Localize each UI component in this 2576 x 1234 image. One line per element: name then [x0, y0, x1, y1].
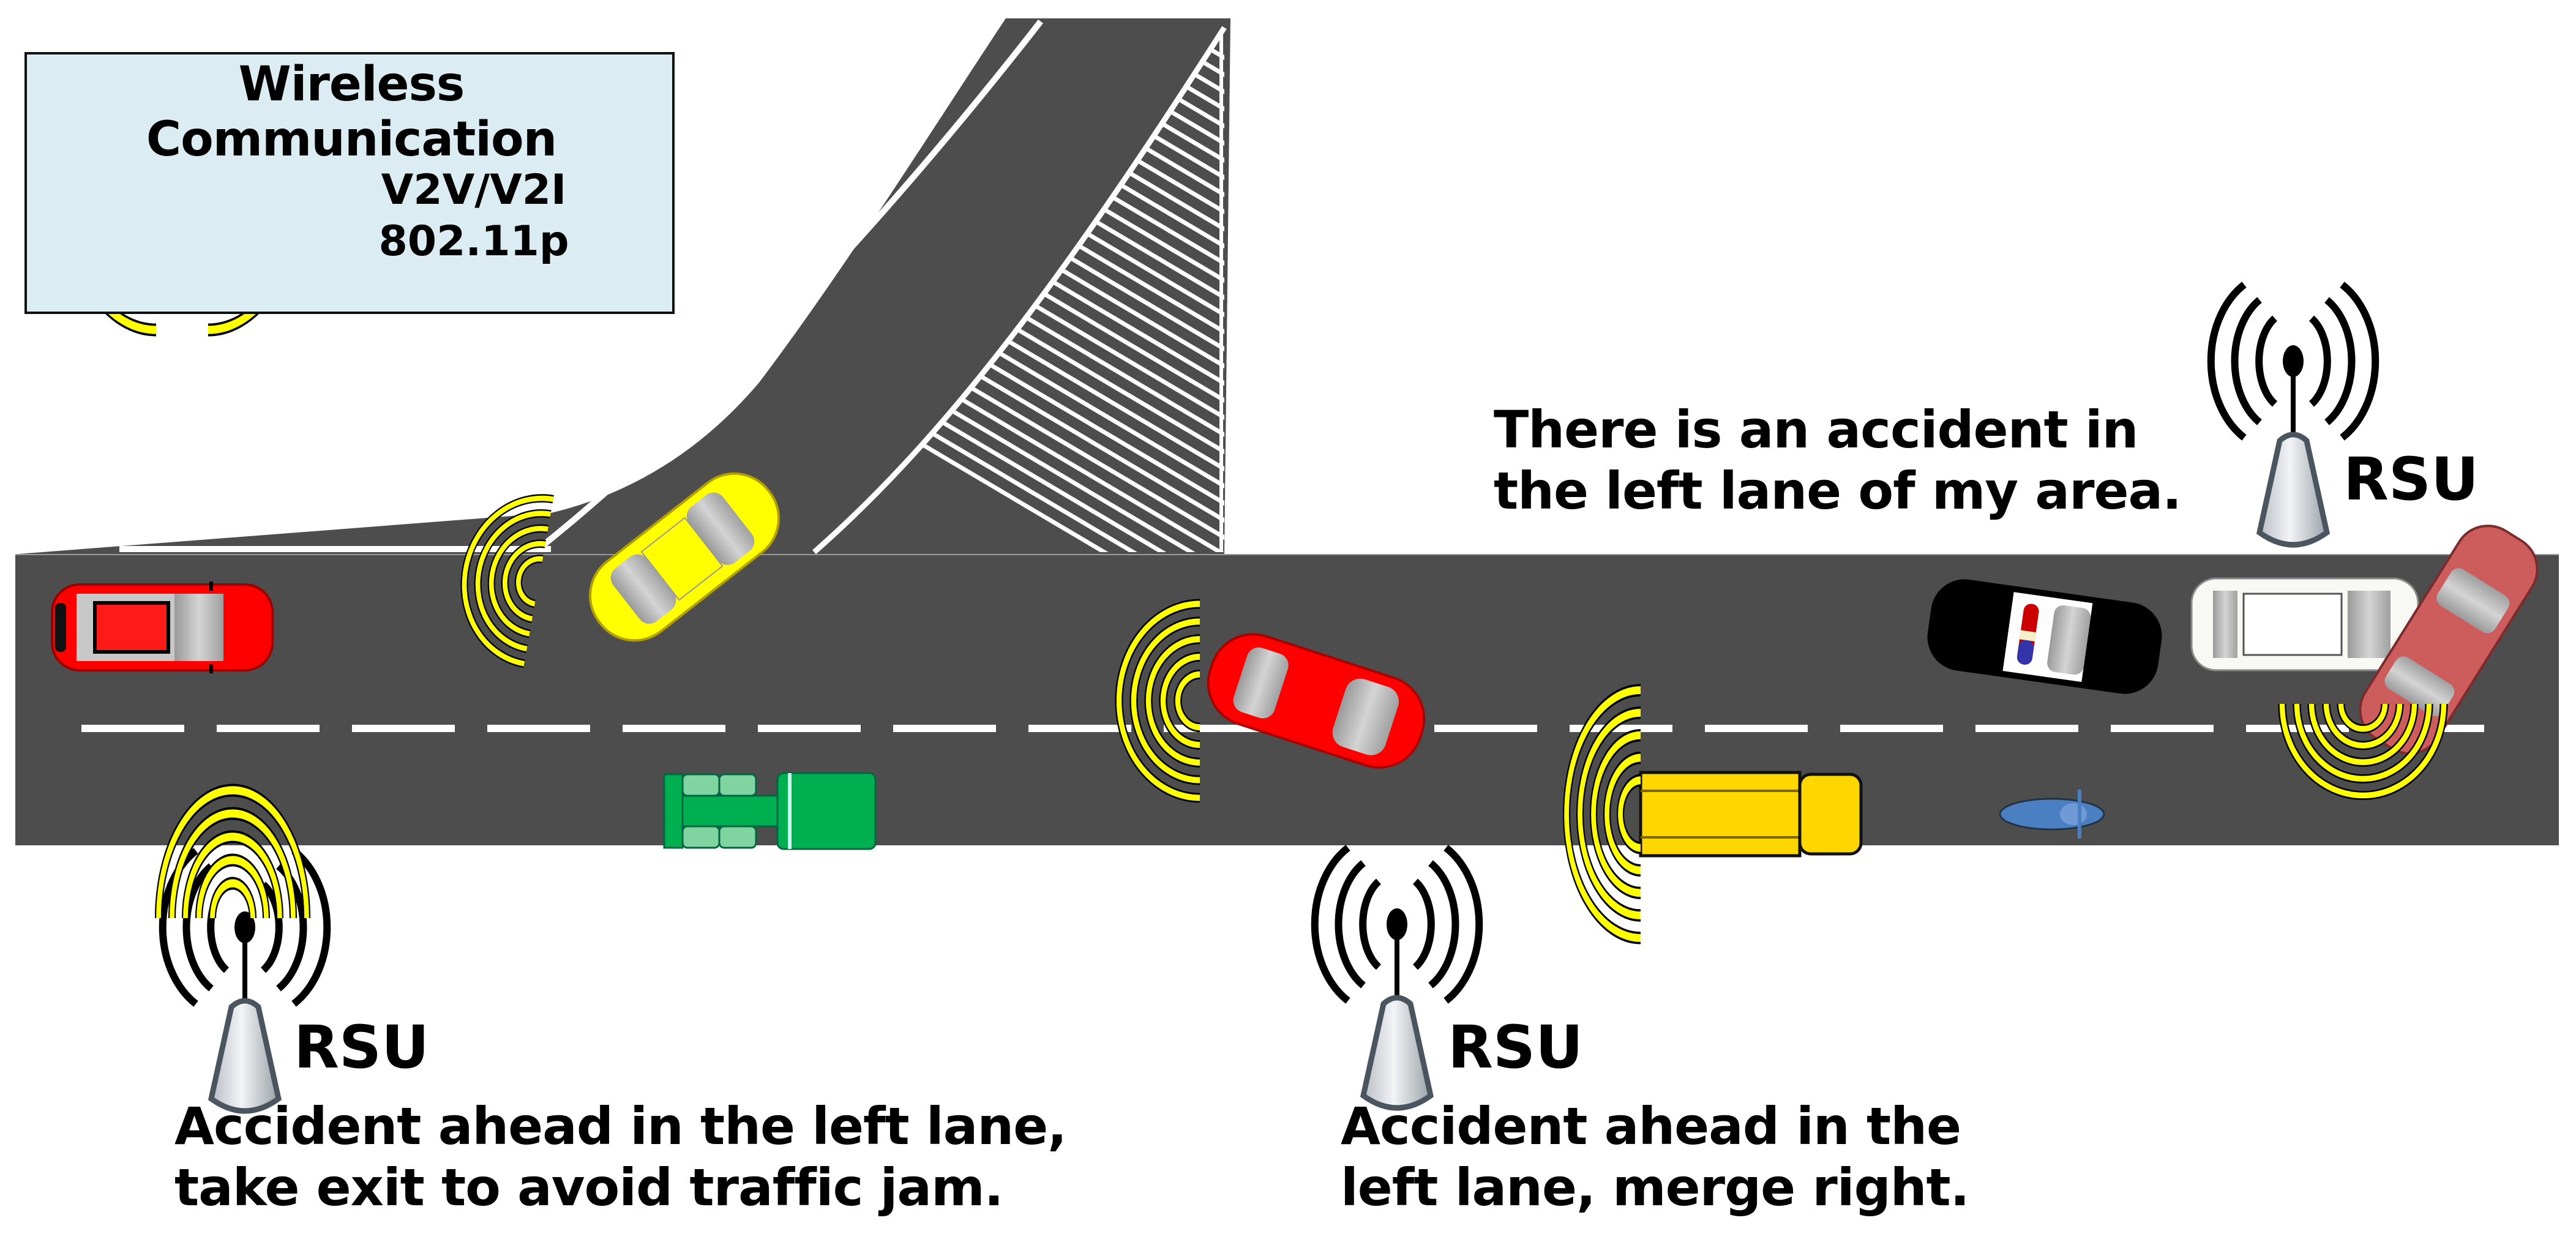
lane-dash [1570, 725, 1672, 732]
vehicle-white-car-crashed [2190, 577, 2419, 671]
legend-protocol: V2V/V2I 802.11p [345, 165, 602, 267]
lane-dash [2111, 725, 2214, 732]
ramp-right-edge-line [812, 26, 1227, 555]
lane-divider [81, 725, 2484, 732]
vehicle-police-car [1927, 579, 2162, 694]
vehicle-school-bus [1639, 771, 1863, 858]
rsu-right-message: There is an accident in the left lane of… [1494, 399, 2182, 522]
vehicle-green-truck [663, 772, 877, 850]
rsu-right-label: RSU [2343, 445, 2479, 514]
rsu-left-message-line1: Accident ahead in the left lane, [174, 1096, 1067, 1156]
lane-dash [623, 725, 725, 732]
lane-dash [758, 725, 861, 732]
legend-box: Wireless Communication V2V/V2I 802.11p [24, 52, 675, 314]
legend-protocol-line1: V2V/V2I [381, 166, 567, 214]
lane-dash [1975, 725, 2078, 732]
lane-dash [487, 725, 590, 732]
rsu-middle-message-line2: left lane, merge right. [1341, 1157, 1970, 1217]
rsu-left-message: Accident ahead in the left lane, take ex… [174, 1096, 1067, 1218]
lane-dash [352, 725, 455, 732]
ramp-surface [18, 18, 1230, 554]
vehicle-yellow-car [589, 472, 780, 642]
rsu-right-message-line1: There is an accident in [1494, 400, 2138, 460]
rsu-middle-message-line1: Accident ahead in the [1341, 1096, 1961, 1156]
lane-dash [217, 725, 320, 732]
lane-dash [81, 725, 184, 732]
rsu-left-label: RSU [294, 1013, 430, 1082]
rsu-middle-label: RSU [1448, 1013, 1584, 1082]
rsu-left-message-line2: take exit to avoid traffic jam. [174, 1157, 1004, 1217]
lane-dash [1705, 725, 1808, 732]
lane-dash [1840, 725, 1943, 732]
lane-dash [1434, 725, 1537, 732]
vehicle-red-sedan-crashed [2359, 525, 2539, 755]
vehicle-red-pickup [51, 581, 274, 673]
lane-dash [893, 725, 996, 732]
rsu-middle-message: Accident ahead in the left lane, merge r… [1341, 1096, 1970, 1218]
legend-title: Wireless Communication [146, 57, 557, 167]
rsu-right-message-line2: the left lane of my area. [1494, 461, 2182, 521]
ramp-lane-line [541, 19, 1043, 547]
legend-protocol-line2: 802.11p [378, 217, 569, 266]
vehicle-motorcycle [1999, 790, 2105, 839]
vehicle-red-sports-car [1207, 633, 1426, 769]
lane-dash [1028, 725, 1131, 732]
